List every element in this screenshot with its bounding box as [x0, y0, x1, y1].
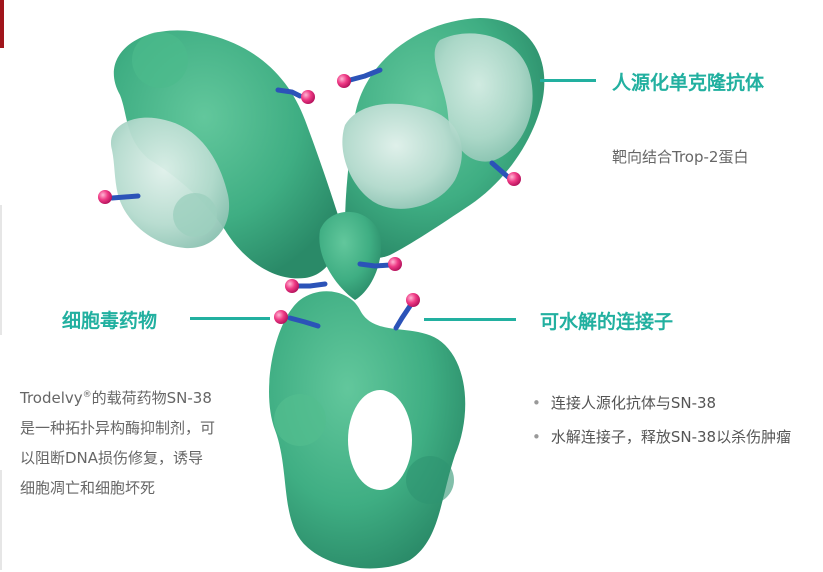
list-item: 水解连接子，释放SN-38以杀伤肿瘤: [532, 420, 791, 454]
linker-bullets: 连接人源化抗体与SN-38 水解连接子，释放SN-38以杀伤肿瘤: [532, 386, 791, 454]
antibody-title: 人源化单克隆抗体: [612, 68, 764, 95]
list-item: 连接人源化抗体与SN-38: [532, 386, 791, 420]
linker-payload: [396, 293, 420, 328]
antibody-hinge: [319, 212, 381, 300]
antibody-leader-line: [540, 79, 596, 82]
registered-mark: ®: [83, 390, 92, 400]
linker-payload: [285, 279, 325, 293]
antibody-right-arm: [342, 18, 544, 258]
antibody-left-arm: [111, 30, 340, 278]
linker-leader-line: [424, 318, 516, 321]
linker-title: 可水解的连接子: [540, 307, 673, 334]
antibody-description: 靶向结合Trop-2蛋白: [612, 142, 748, 172]
payload-brand: Trodelvy: [20, 389, 83, 407]
payload-title: 细胞毒药物: [62, 306, 157, 333]
payload-description: Trodelvy®的载荷药物SN-38是一种拓扑异构酶抑制剂，可以阻断DNA损伤…: [20, 380, 215, 503]
payload-leader-line: [190, 317, 270, 320]
antibody-fc: [269, 291, 465, 568]
